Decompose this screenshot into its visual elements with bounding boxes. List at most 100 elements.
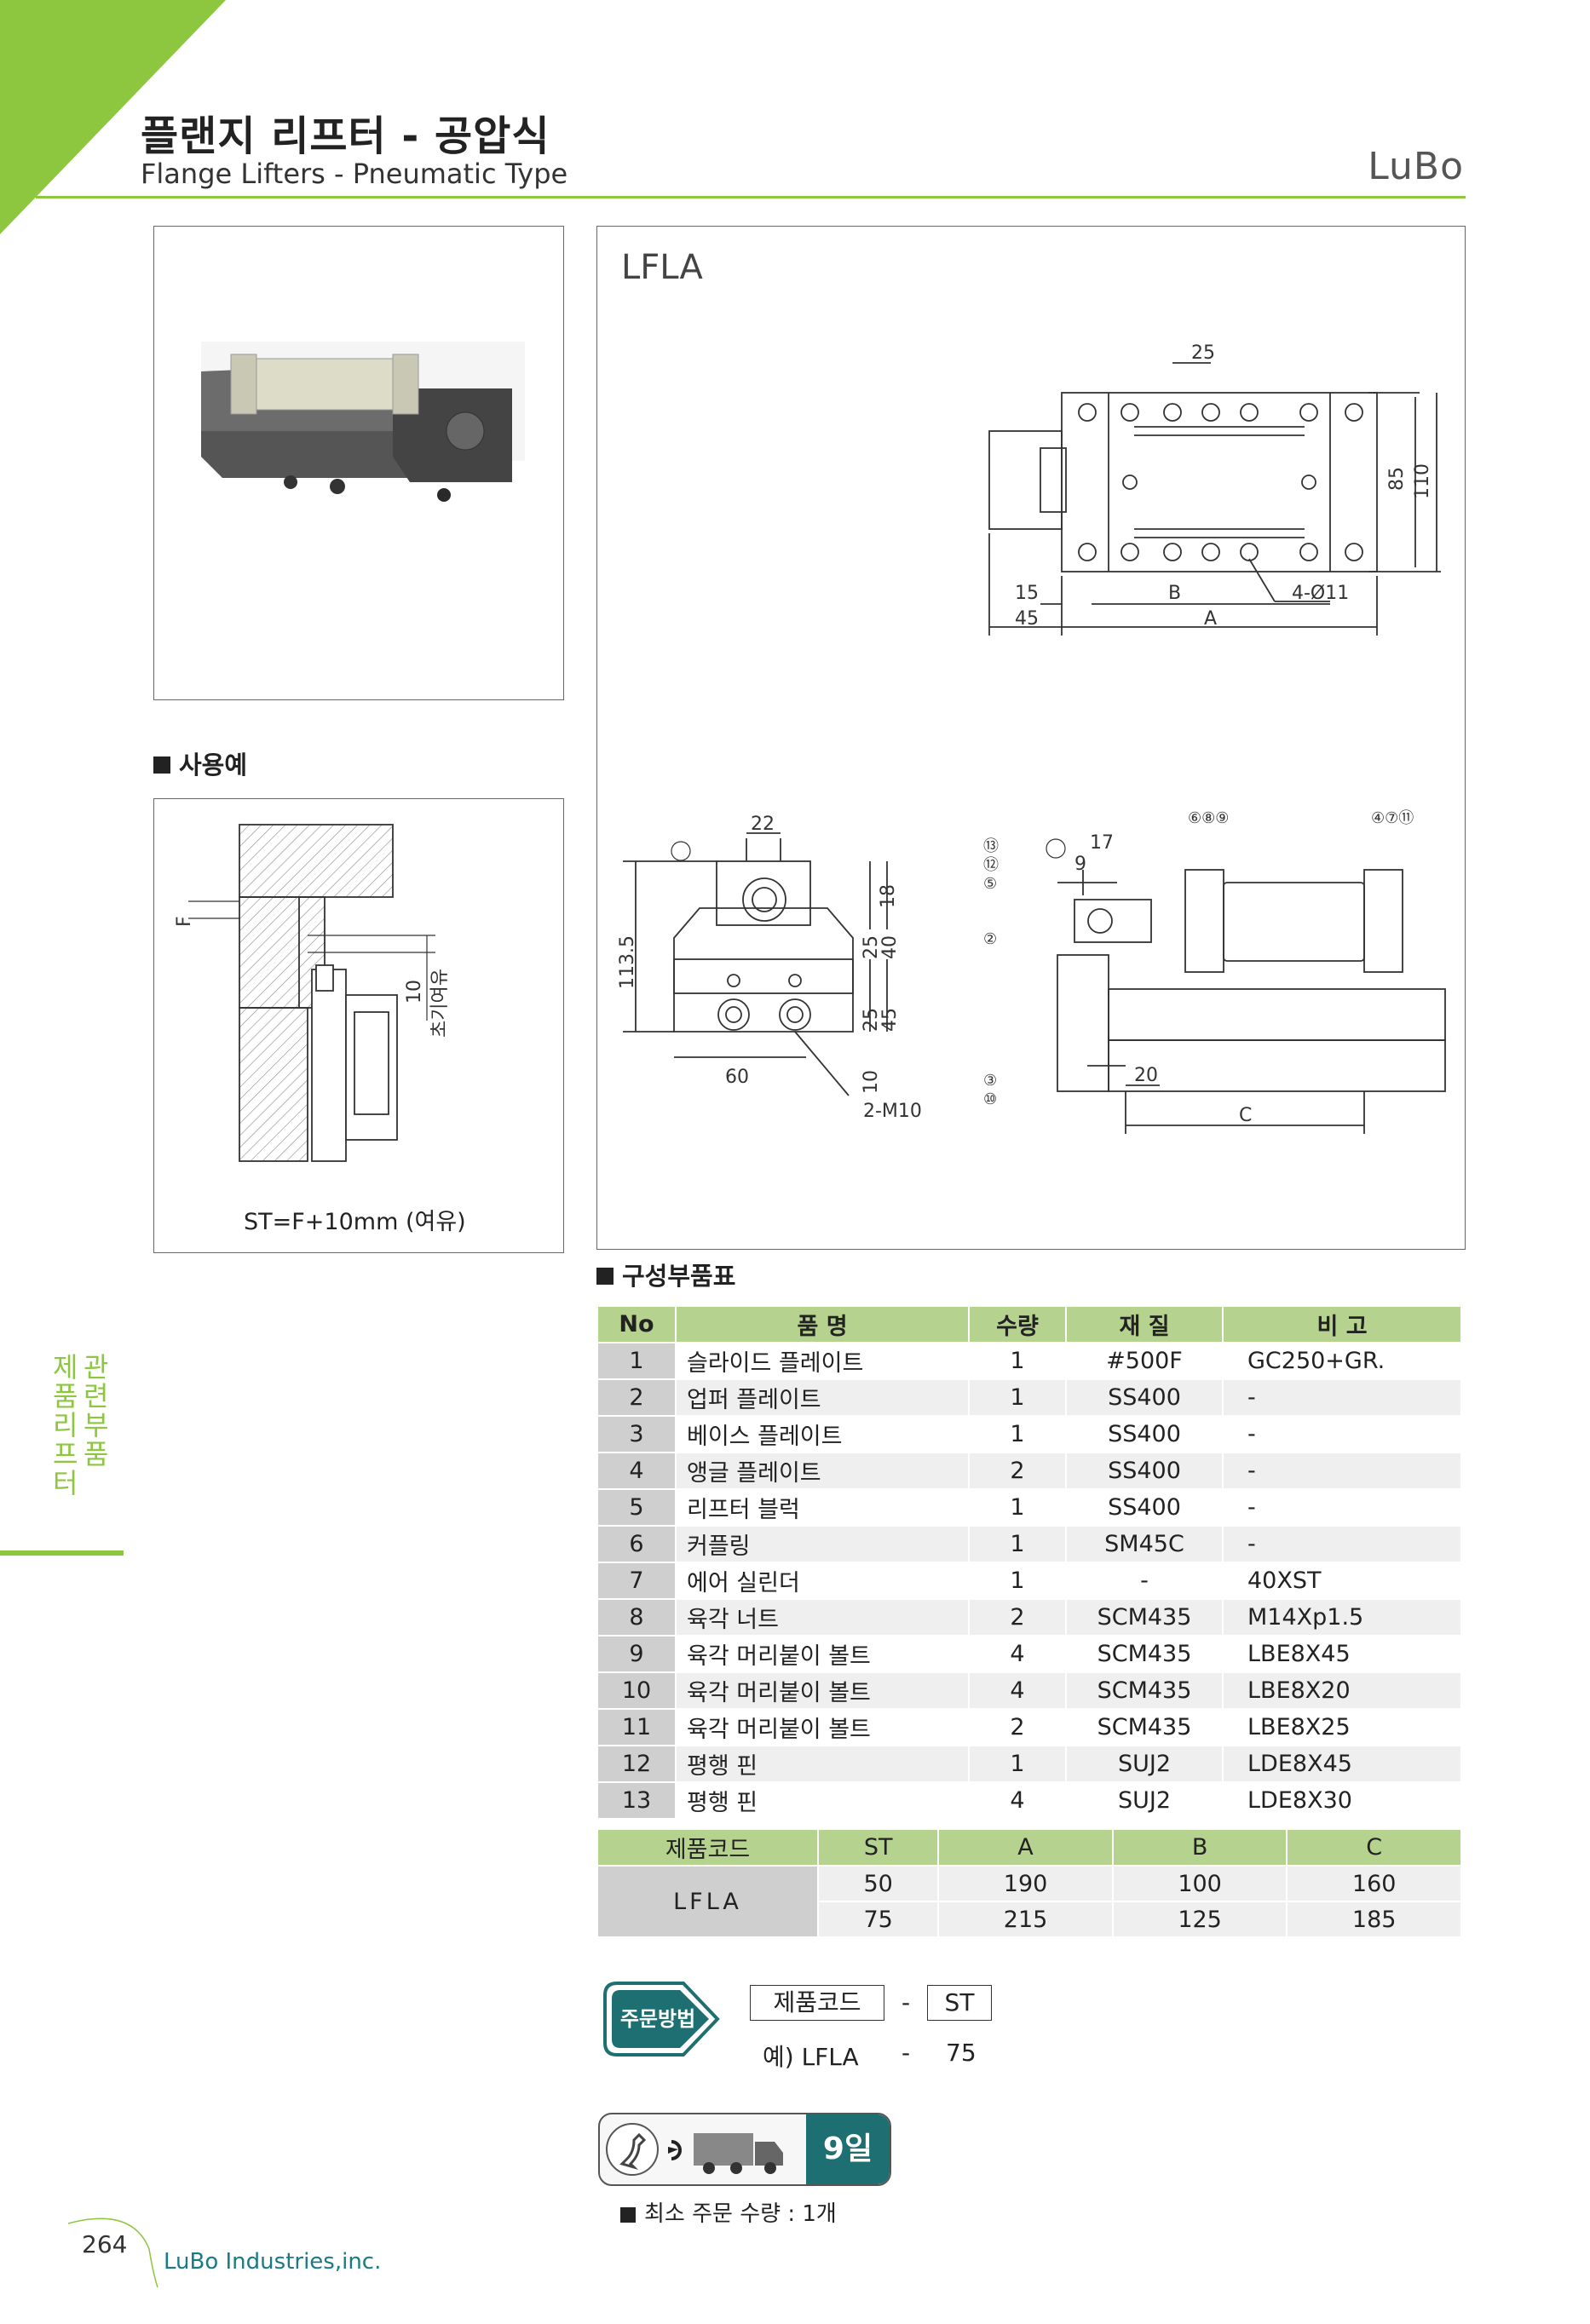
part-no-cell: 5 xyxy=(596,1488,677,1527)
dim-45: 45 xyxy=(1015,608,1039,630)
part-name-cell: 육각 머리붙이 볼트 xyxy=(675,1671,970,1710)
part-no-cell: 8 xyxy=(596,1598,677,1637)
col-a: A xyxy=(937,1828,1114,1867)
balloon-6-8-9: ⑥⑧⑨ xyxy=(1188,809,1229,827)
part-qty-cell: 2 xyxy=(968,1708,1067,1746)
dim-10: 10 xyxy=(861,1070,882,1094)
part-material-cell: SM45C xyxy=(1065,1525,1224,1563)
corner-accent xyxy=(0,0,226,234)
part-remark-cell: - xyxy=(1222,1452,1462,1490)
technical-drawing: 25 85 110 15 B 4-Ø11 45 A 22 18 25 40 11… xyxy=(617,342,1446,1134)
side-divider xyxy=(0,1550,124,1556)
part-name-cell: 평행 핀 xyxy=(675,1745,970,1783)
page-subtitle: Flange Lifters - Pneumatic Type xyxy=(141,158,568,190)
order-example-dash: - xyxy=(902,2039,911,2067)
part-name-cell: 육각 머리붙이 볼트 xyxy=(675,1635,970,1673)
balloon-3: ③ xyxy=(983,1072,997,1090)
delivery-days: 9일 xyxy=(806,2114,890,2184)
b-cell: 125 xyxy=(1111,1901,1288,1938)
part-material-cell: SS400 xyxy=(1065,1452,1224,1490)
part-no-cell: 1 xyxy=(596,1342,677,1380)
part-name-cell: 리프터 블럭 xyxy=(675,1488,970,1527)
col-material: 재 질 xyxy=(1065,1305,1224,1343)
size-table: 제품코드 ST A B C LFLA 50 190 100 160 75 215… xyxy=(596,1828,1462,1938)
part-material-cell: SS400 xyxy=(1065,1488,1224,1527)
size-header-row: 제품코드 ST A B C xyxy=(596,1828,1462,1867)
dim-45-front: 45 xyxy=(879,1008,901,1032)
delivery-badge: 9일 xyxy=(598,2113,891,2186)
product-code-cell: LFLA xyxy=(596,1865,819,1938)
min-order-qty: 최소 주문 수량 : 1개 xyxy=(620,2196,837,2228)
part-name-cell: 슬라이드 플레이트 xyxy=(675,1342,970,1380)
part-remark-cell: LDE8X30 xyxy=(1222,1781,1462,1820)
dim-25-front-b: 25 xyxy=(861,1008,882,1032)
balloon-2: ② xyxy=(983,930,997,948)
usage-note: ST=F+10mm (여유) xyxy=(244,1209,466,1235)
dim-40: 40 xyxy=(879,935,901,959)
dim-15: 15 xyxy=(1015,583,1039,604)
part-material-cell: SUJ2 xyxy=(1065,1781,1224,1820)
dim-20: 20 xyxy=(1134,1065,1158,1086)
dim-60: 60 xyxy=(725,1067,749,1088)
square-bullet-icon xyxy=(620,2207,636,2223)
part-no-cell: 4 xyxy=(596,1452,677,1490)
part-name-cell: 앵글 플레이트 xyxy=(675,1452,970,1490)
order-method-badge: 주문방법 xyxy=(598,1976,723,2062)
part-no-cell: 9 xyxy=(596,1635,677,1673)
part-name-cell: 업퍼 플레이트 xyxy=(675,1378,970,1417)
dim-85: 85 xyxy=(1386,467,1408,491)
part-qty-cell: 2 xyxy=(968,1598,1067,1637)
part-material-cell: SS400 xyxy=(1065,1378,1224,1417)
balloon-10: ⑩ xyxy=(983,1090,997,1108)
dim-17: 17 xyxy=(1090,832,1114,854)
order-st-box: ST xyxy=(927,1985,992,2021)
footer-curve xyxy=(67,2218,158,2288)
col-name: 품 명 xyxy=(675,1305,970,1343)
order-dash: - xyxy=(902,1988,911,2016)
balloon-12: ⑫ xyxy=(983,856,999,874)
usage-f-label: F xyxy=(174,916,195,927)
truck-icon xyxy=(694,2133,783,2174)
part-qty-cell: 4 xyxy=(968,1635,1067,1673)
page-title: 플랜지 리프터 - 공압식 xyxy=(141,112,550,160)
part-no-cell: 13 xyxy=(596,1781,677,1820)
arrow-icon xyxy=(668,2140,682,2160)
part-name-cell: 커플링 xyxy=(675,1525,970,1563)
product-photo xyxy=(201,342,525,502)
part-qty-cell: 1 xyxy=(968,1525,1067,1563)
square-bullet-icon xyxy=(596,1268,614,1285)
balloon-5: ⑤ xyxy=(983,875,997,893)
part-qty-cell: 1 xyxy=(968,1562,1067,1600)
part-material-cell: SUJ2 xyxy=(1065,1745,1224,1783)
usage-dim-10: 10 xyxy=(404,980,425,1004)
dim-2-m10: 2-M10 xyxy=(863,1101,922,1122)
usage-drawing: F 10 초기여유 ST=F+10mm (여유) xyxy=(174,824,466,1235)
a-cell: 215 xyxy=(937,1901,1114,1938)
part-remark-cell: LDE8X45 xyxy=(1222,1745,1462,1783)
part-material-cell: SCM435 xyxy=(1065,1671,1224,1710)
c-cell: 160 xyxy=(1286,1865,1462,1902)
part-name-cell: 베이스 플레이트 xyxy=(675,1415,970,1453)
dim-a: A xyxy=(1204,608,1217,630)
part-remark-cell: LBE8X45 xyxy=(1222,1635,1462,1673)
part-qty-cell: 1 xyxy=(968,1745,1067,1783)
dim-110: 110 xyxy=(1412,463,1433,499)
part-qty-cell: 4 xyxy=(968,1781,1067,1820)
square-bullet-icon xyxy=(153,756,170,774)
part-qty-cell: 1 xyxy=(968,1488,1067,1527)
order-badge-label: 주문방법 xyxy=(620,2007,695,2031)
part-name-cell: 평행 핀 xyxy=(675,1781,970,1820)
brand-logo: LuBo xyxy=(1368,145,1464,188)
col-qty: 수량 xyxy=(968,1305,1067,1343)
page-number: 264 xyxy=(82,2230,128,2258)
part-remark-cell: LBE8X25 xyxy=(1222,1708,1462,1746)
